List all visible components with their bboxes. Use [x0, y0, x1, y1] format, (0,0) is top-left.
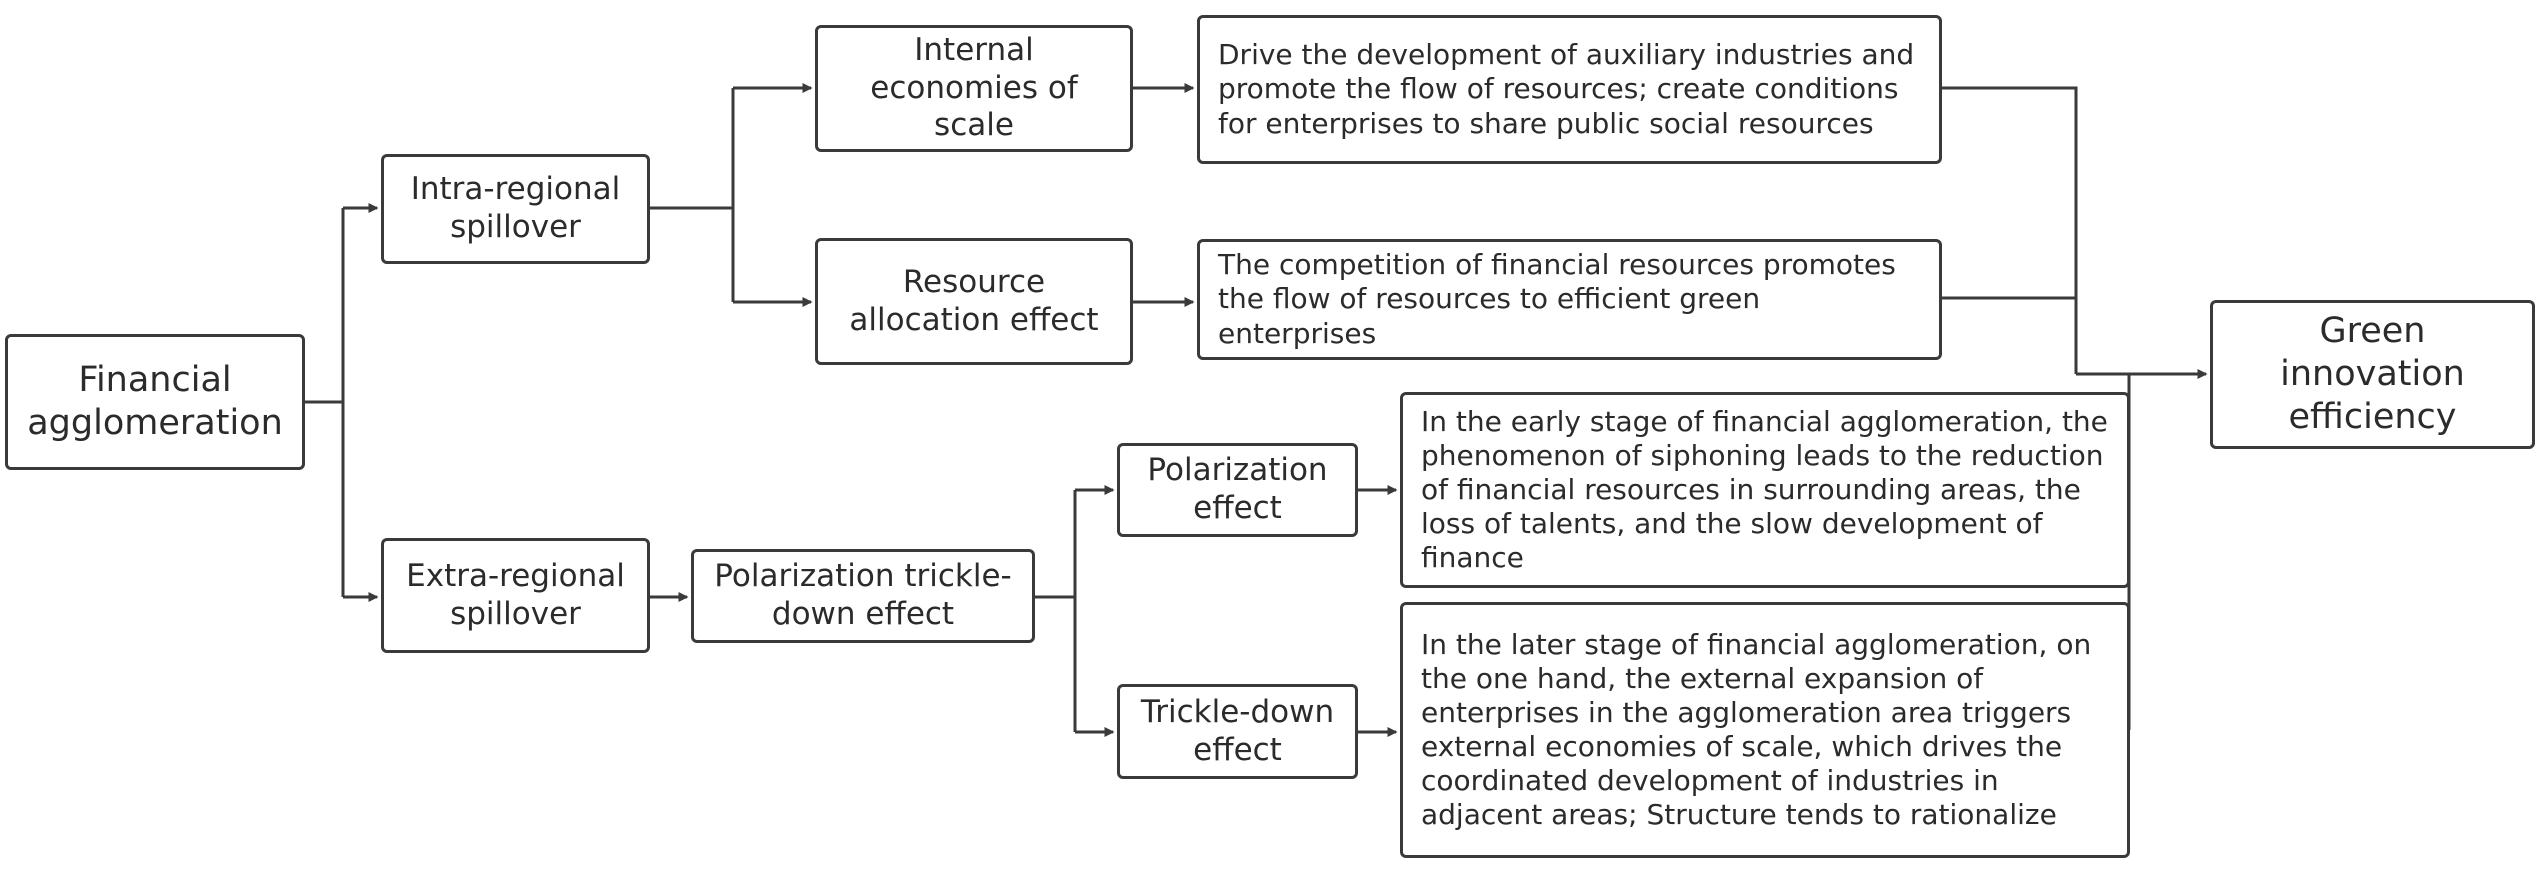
resource-allocation-effect-box: Resource allocation effect	[815, 238, 1133, 365]
trickle-down-effect-box: Trickle-down effect	[1117, 684, 1358, 779]
green-innovation-efficiency-box: Green innovation efficiency	[2210, 300, 2535, 449]
extra-regional-spillover-box: Extra-regional spillover	[381, 538, 650, 653]
connector-top-descs-to-output	[1942, 86, 2078, 374]
internal-economies-of-scale-box: Internal economies of scale	[815, 25, 1133, 152]
polarization-trickle-down-effect-box: Polarization trickle- down effect	[691, 549, 1035, 643]
connector-intra-to-effects	[650, 88, 735, 302]
financial-agglomeration-box: Financial agglomeration	[5, 334, 305, 470]
intra-regional-spillover-box: Intra-regional spillover	[381, 154, 650, 264]
connector-trickle-to-effects	[1035, 490, 1077, 732]
polarization-description-box: In the early stage of financial agglomer…	[1400, 392, 2130, 588]
internal-economies-description-box: Drive the development of auxiliary indus…	[1197, 15, 1942, 164]
connector-financial-to-branches	[305, 208, 345, 597]
resource-allocation-description-box: The competition of financial resources p…	[1197, 239, 1942, 360]
trickle-down-description-box: In the later stage of financial agglomer…	[1400, 602, 2130, 858]
polarization-effect-box: Polarization effect	[1117, 443, 1358, 537]
